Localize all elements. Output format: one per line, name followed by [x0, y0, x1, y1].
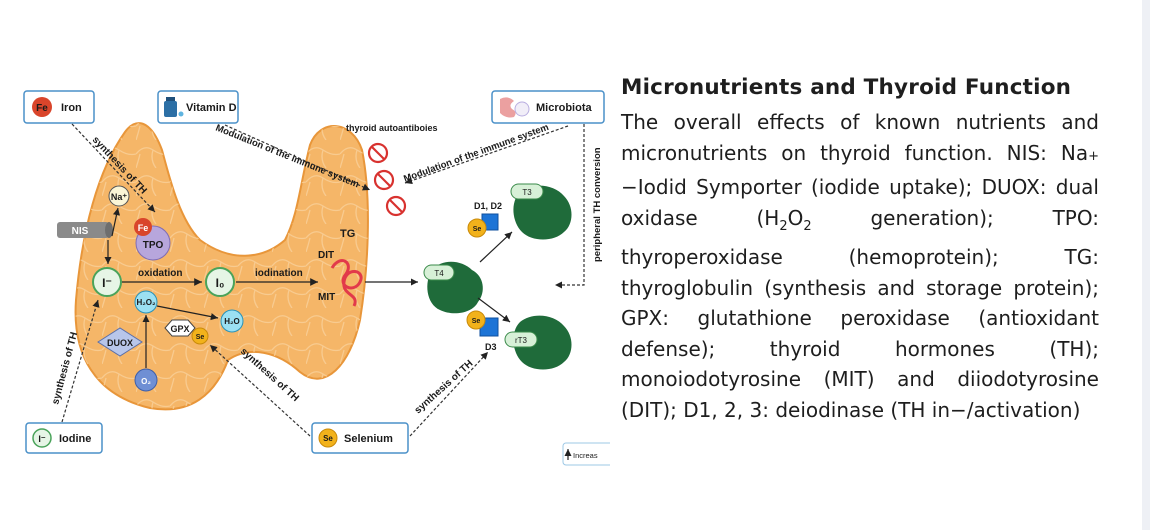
microbiota-box: Microbiota — [491, 90, 605, 124]
svg-text:D1, D2: D1, D2 — [474, 201, 502, 211]
antibody-blocked-icons — [367, 142, 407, 217]
selenium-d3-arrow — [409, 351, 489, 437]
svg-text:I⁻: I⁻ — [102, 276, 112, 290]
microbiota-arrow — [404, 125, 569, 185]
svg-text:Se: Se — [473, 226, 482, 233]
rt3-protein: rT3 — [504, 315, 572, 370]
caption-text: generation); TPO: thyroperoxidase (hemop… — [621, 205, 1099, 422]
svg-text:D3: D3 — [485, 342, 497, 352]
selenium-label: Selenium — [344, 433, 393, 445]
h2o2-node: H₂O₂ — [134, 290, 158, 314]
na-ion: Na⁺ — [108, 185, 130, 207]
vitamin-d-label: Vitamin D — [186, 102, 237, 114]
autoantibodies-label: thyroid autoantiboies — [346, 123, 438, 133]
svg-text:T4: T4 — [434, 269, 444, 278]
intestine-icon — [500, 97, 530, 118]
legend-increase: Increas — [562, 442, 610, 466]
figure-caption: Micronutrients and Thyroid Function The … — [621, 73, 1099, 425]
peripheral-conversion-label: peripheral TH conversion — [592, 147, 603, 262]
svg-text:O₂: O₂ — [141, 377, 151, 386]
svg-text:H₂O₂: H₂O₂ — [136, 298, 156, 307]
svg-text:rT3: rT3 — [515, 336, 528, 345]
d1-d2-deiodinase: Se D1, D2 — [467, 201, 502, 238]
svg-text:I₀: I₀ — [216, 276, 225, 290]
duox-enzyme: DUOX — [97, 327, 143, 357]
dit-label: DIT — [318, 250, 334, 261]
selenium-d3-synthesis-label: synthesis of TH — [413, 358, 476, 416]
gpx-enzyme: GPX Se — [164, 319, 209, 345]
oxidation-label: oxidation — [138, 268, 182, 279]
se-icon: Se — [323, 434, 333, 443]
thyroglobulin-coil — [330, 259, 363, 307]
caption-text: O — [787, 205, 804, 230]
iodine-box: I⁻ Iodine — [25, 422, 103, 454]
caption-title: Micronutrients and Thyroid Function — [621, 75, 1072, 100]
iodination-label: iodination — [255, 268, 303, 279]
h2o-node: H₂O — [220, 309, 244, 333]
tg-label: TG — [340, 228, 355, 240]
iodine0-node: I₀ — [205, 267, 235, 297]
svg-text:Se: Se — [196, 334, 205, 341]
iron-box: Fe Iron — [23, 90, 95, 124]
scrollbar[interactable] — [1142, 0, 1150, 530]
caption-body: The overall effects of known nutrients a… — [621, 107, 1099, 425]
svg-text:GPX: GPX — [170, 324, 189, 334]
caption-text: + — [1088, 148, 1099, 164]
fe-icon: Fe — [36, 103, 48, 114]
t4-protein: T4 — [423, 261, 483, 314]
caption-text: −Iodid Symporter (iodide uptake); DUOX: … — [621, 175, 1099, 230]
d3-deiodinase: Se D3 — [466, 310, 499, 352]
o2-node: O₂ — [134, 368, 158, 392]
svg-text:Increas: Increas — [573, 451, 598, 460]
svg-text:H₂O: H₂O — [224, 317, 240, 326]
vitamin-d-box: Vitamin D — [157, 90, 239, 124]
svg-text:Fe: Fe — [138, 223, 149, 233]
iron-arrow — [71, 123, 156, 213]
svg-text:DUOX: DUOX — [107, 338, 133, 348]
svg-text:TPO: TPO — [143, 240, 164, 251]
caption-text: The overall effects of known nutrients a… — [621, 110, 1099, 165]
mit-label: MIT — [318, 292, 335, 303]
svg-text:Se: Se — [472, 318, 481, 325]
vitamin-d-arrow — [224, 124, 371, 191]
svg-text:T3: T3 — [522, 188, 532, 197]
iodine-label: Iodine — [59, 433, 91, 445]
thyroid-gland — [74, 122, 369, 411]
pill-bottle-icon — [164, 97, 184, 117]
thyroid-micronutrient-figure: Fe Iron Vitamin D Microbiota I⁻ Iodine S… — [23, 90, 610, 466]
tpo-enzyme: TPO Fe — [134, 218, 171, 261]
svg-text:Na⁺: Na⁺ — [111, 192, 128, 202]
microbiota-label: Microbiota — [536, 102, 592, 114]
iodide-icon: I⁻ — [38, 434, 46, 444]
caption-text: 2 — [779, 218, 788, 234]
caption-text: 2 — [803, 218, 812, 234]
iodide-node: I⁻ — [92, 267, 122, 297]
selenium-box: Se Selenium — [311, 422, 409, 454]
iodine-synthesis-label: synthesis of TH — [50, 331, 80, 406]
peripheral-arrow — [555, 124, 585, 289]
t3-protein: T3 — [510, 183, 572, 240]
nis-channel: NIS — [57, 222, 113, 238]
iodine-arrow — [61, 299, 100, 423]
iron-label: Iron — [61, 102, 82, 114]
nis-label: NIS — [72, 226, 89, 237]
selenium-gpx-arrow — [209, 344, 311, 437]
